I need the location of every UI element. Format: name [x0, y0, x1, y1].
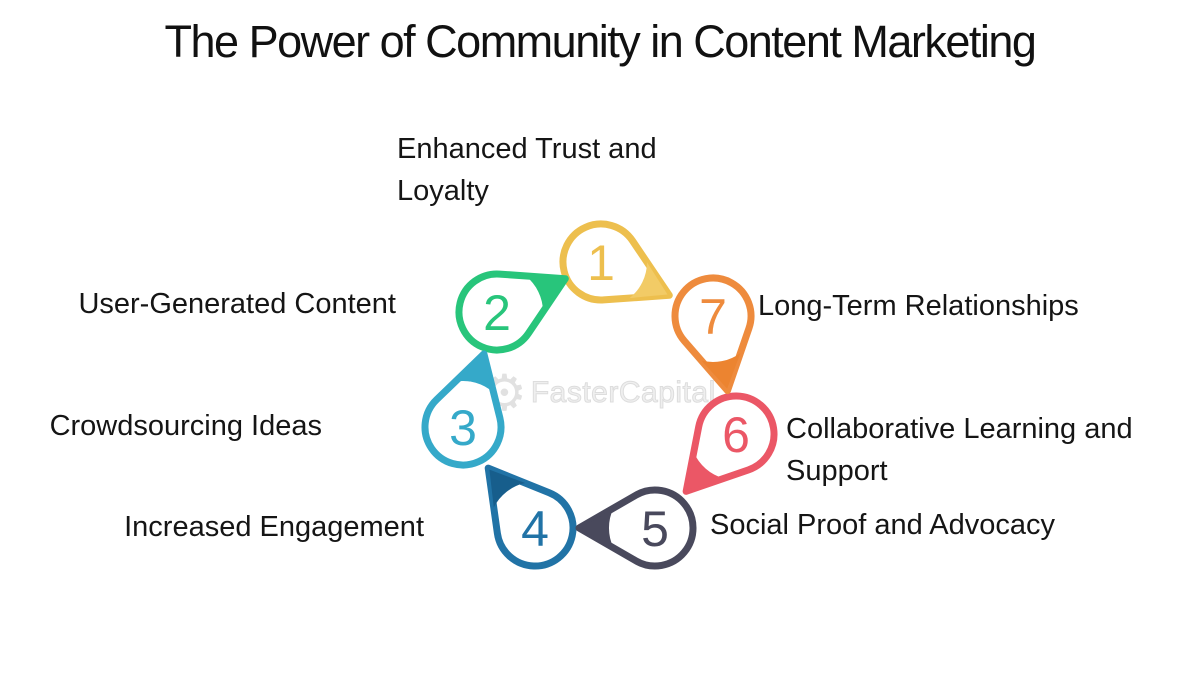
pin-3-label: Crowdsourcing Ideas	[49, 410, 322, 442]
pin-3-number: 3	[449, 400, 477, 456]
pin-4-number: 4	[521, 501, 549, 557]
pin-6-label: Collaborative Learning and Support	[786, 413, 1133, 487]
pin-6-tip-wedge	[687, 452, 724, 490]
page-title: The Power of Community in Content Market…	[164, 16, 1037, 67]
pin-1-label: Enhanced Trust and Loyalty	[397, 133, 657, 207]
pin-7-number: 7	[699, 289, 727, 345]
pin-5-label: Social Proof and Advocacy	[710, 509, 1055, 541]
pin-4-outline	[484, 464, 577, 570]
pin-7: 7	[671, 274, 755, 395]
pin-6-number: 6	[722, 407, 750, 463]
pin-7-tip-wedge	[701, 352, 741, 389]
pin-1-number: 1	[587, 235, 615, 291]
pin-2-tip-wedge	[525, 275, 564, 312]
pin-1-tip-wedge	[629, 262, 668, 299]
pin-2-outline	[455, 270, 569, 354]
pin-4-tip-wedge	[489, 469, 526, 508]
pin-2-number: 2	[483, 285, 511, 341]
pin-2: 2	[455, 270, 569, 354]
pin-2-label: User-Generated Content	[78, 288, 396, 320]
pin-4-label: Increased Engagement	[124, 511, 424, 543]
pin-3-tip-wedge	[455, 355, 494, 393]
pin-5-number: 5	[641, 501, 669, 557]
pin-5-tip-wedge	[581, 508, 614, 548]
pin-5: 5	[575, 486, 697, 570]
pin-6: 6	[682, 392, 778, 495]
pin-6-outline	[682, 392, 778, 495]
pin-5-outline	[575, 486, 697, 570]
pin-1-outline	[559, 220, 673, 304]
pin-4: 4	[484, 464, 577, 570]
pin-3: 3	[421, 350, 505, 469]
pin-1: 1	[559, 220, 673, 304]
pin-7-label: Long-Term Relationships	[758, 290, 1079, 322]
